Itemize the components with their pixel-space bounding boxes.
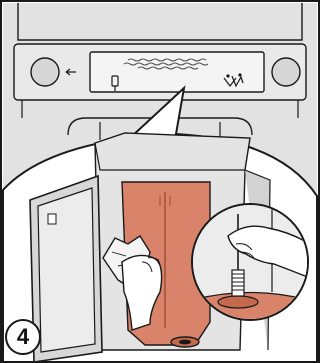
control-panel — [90, 52, 264, 92]
open-door — [30, 176, 102, 362]
right-round-button-icon — [272, 58, 300, 86]
step-badge — [6, 320, 40, 354]
detail-zoom-circle — [192, 204, 310, 320]
left-round-button-icon — [31, 58, 59, 86]
